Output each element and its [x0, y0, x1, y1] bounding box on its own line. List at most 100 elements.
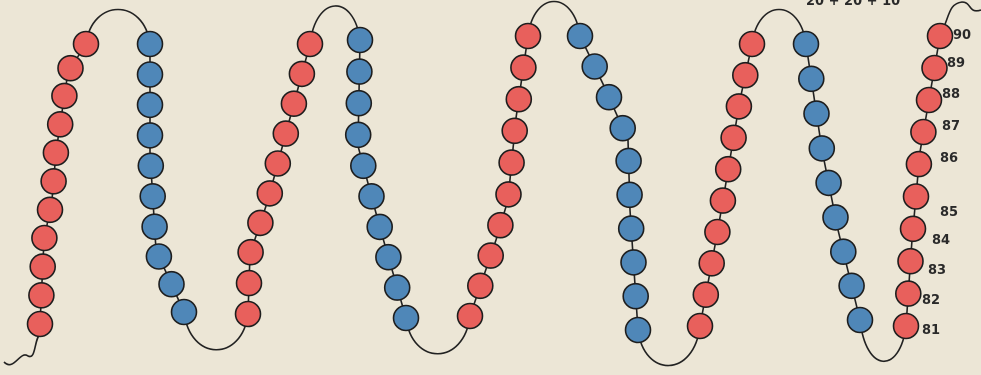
bead-41	[394, 306, 419, 331]
bead-67	[716, 157, 741, 182]
bead-83	[898, 249, 923, 274]
bead-24	[238, 240, 263, 265]
bead-55	[610, 116, 635, 141]
bead-26	[257, 181, 282, 206]
bead-32	[348, 28, 373, 53]
bead-84	[901, 216, 926, 241]
bead-5	[38, 197, 63, 222]
bead-65	[705, 220, 730, 245]
bead-label-83: 83	[928, 264, 946, 277]
bead-50	[511, 55, 536, 80]
bead-19	[146, 244, 171, 269]
bead-14	[138, 92, 163, 117]
bead-60	[623, 284, 648, 309]
bead-13	[138, 62, 163, 87]
bead-71	[740, 32, 765, 57]
bead-54	[597, 85, 622, 110]
bead-49	[506, 87, 531, 112]
bead-21	[172, 300, 197, 325]
bead-label-89: 89	[947, 57, 965, 70]
bead-53	[582, 54, 607, 79]
bead-18	[142, 214, 167, 239]
bead-80	[848, 308, 873, 333]
bead-79	[839, 273, 864, 298]
bead-82	[896, 281, 921, 306]
bead-label-86: 86	[940, 152, 958, 165]
bead-73	[799, 66, 824, 91]
bead-56	[616, 148, 641, 173]
bead-78	[831, 239, 856, 264]
bead-4	[32, 226, 57, 251]
bead-40	[385, 275, 410, 300]
bead-89	[922, 56, 947, 81]
bead-51	[516, 24, 541, 49]
bead-31	[298, 32, 323, 57]
bead-81	[894, 314, 919, 339]
bead-11	[74, 32, 99, 57]
bead-87	[911, 120, 936, 145]
bead-48	[502, 118, 527, 143]
bead-label-87: 87	[942, 120, 960, 133]
bead-63	[693, 282, 718, 307]
bead-61	[626, 318, 651, 343]
bead-36	[351, 153, 376, 178]
bead-59	[621, 250, 646, 275]
bead-29	[281, 91, 306, 116]
bead-10	[58, 56, 83, 81]
bead-62	[688, 314, 713, 339]
bead-86	[906, 152, 931, 177]
bead-68	[721, 125, 746, 150]
bead-28	[273, 121, 298, 146]
bead-76	[816, 170, 841, 195]
bead-20	[159, 272, 184, 297]
bead-70	[733, 63, 758, 88]
bead-64	[699, 251, 724, 276]
bead-45	[488, 213, 513, 238]
bead-label-81: 81	[922, 324, 940, 337]
bead-label-82: 82	[922, 294, 940, 307]
bead-17	[140, 184, 165, 209]
bead-27	[265, 151, 290, 176]
bead-34	[346, 91, 371, 116]
bead-66	[710, 188, 735, 213]
bead-35	[346, 122, 371, 147]
bead-37	[359, 184, 384, 209]
bead-44	[478, 243, 503, 268]
bead-25	[248, 210, 273, 235]
bead-3	[30, 254, 55, 279]
bead-label-88: 88	[942, 88, 960, 101]
bead-33	[347, 59, 372, 84]
beads	[28, 24, 953, 343]
bead-75	[809, 136, 834, 161]
bead-72	[794, 32, 819, 57]
bead-77	[823, 205, 848, 230]
bead-1	[28, 312, 53, 337]
bead-47	[499, 150, 524, 175]
bead-15	[138, 123, 163, 148]
bead-85	[904, 184, 929, 209]
bead-8	[48, 112, 73, 137]
bead-46	[496, 182, 521, 207]
bead-88	[917, 88, 942, 113]
bead-57	[617, 182, 642, 207]
bead-30	[289, 61, 314, 86]
bead-12	[138, 32, 163, 57]
bead-label-85: 85	[940, 206, 958, 219]
bead-74	[804, 101, 829, 126]
bead-69	[726, 94, 751, 119]
bead-22	[236, 302, 261, 327]
corner-text: 20 + 20 + 10	[806, 0, 900, 9]
bead-58	[619, 216, 644, 241]
bead-6	[41, 169, 66, 194]
bead-90	[928, 24, 953, 49]
bead-2	[29, 283, 54, 308]
bead-42	[458, 304, 483, 329]
bead-23	[237, 271, 262, 296]
bead-52	[568, 24, 593, 49]
bead-9	[52, 83, 77, 108]
bead-7	[43, 140, 68, 165]
bead-label-90: 90	[953, 29, 971, 42]
bead-label-84: 84	[932, 234, 950, 247]
